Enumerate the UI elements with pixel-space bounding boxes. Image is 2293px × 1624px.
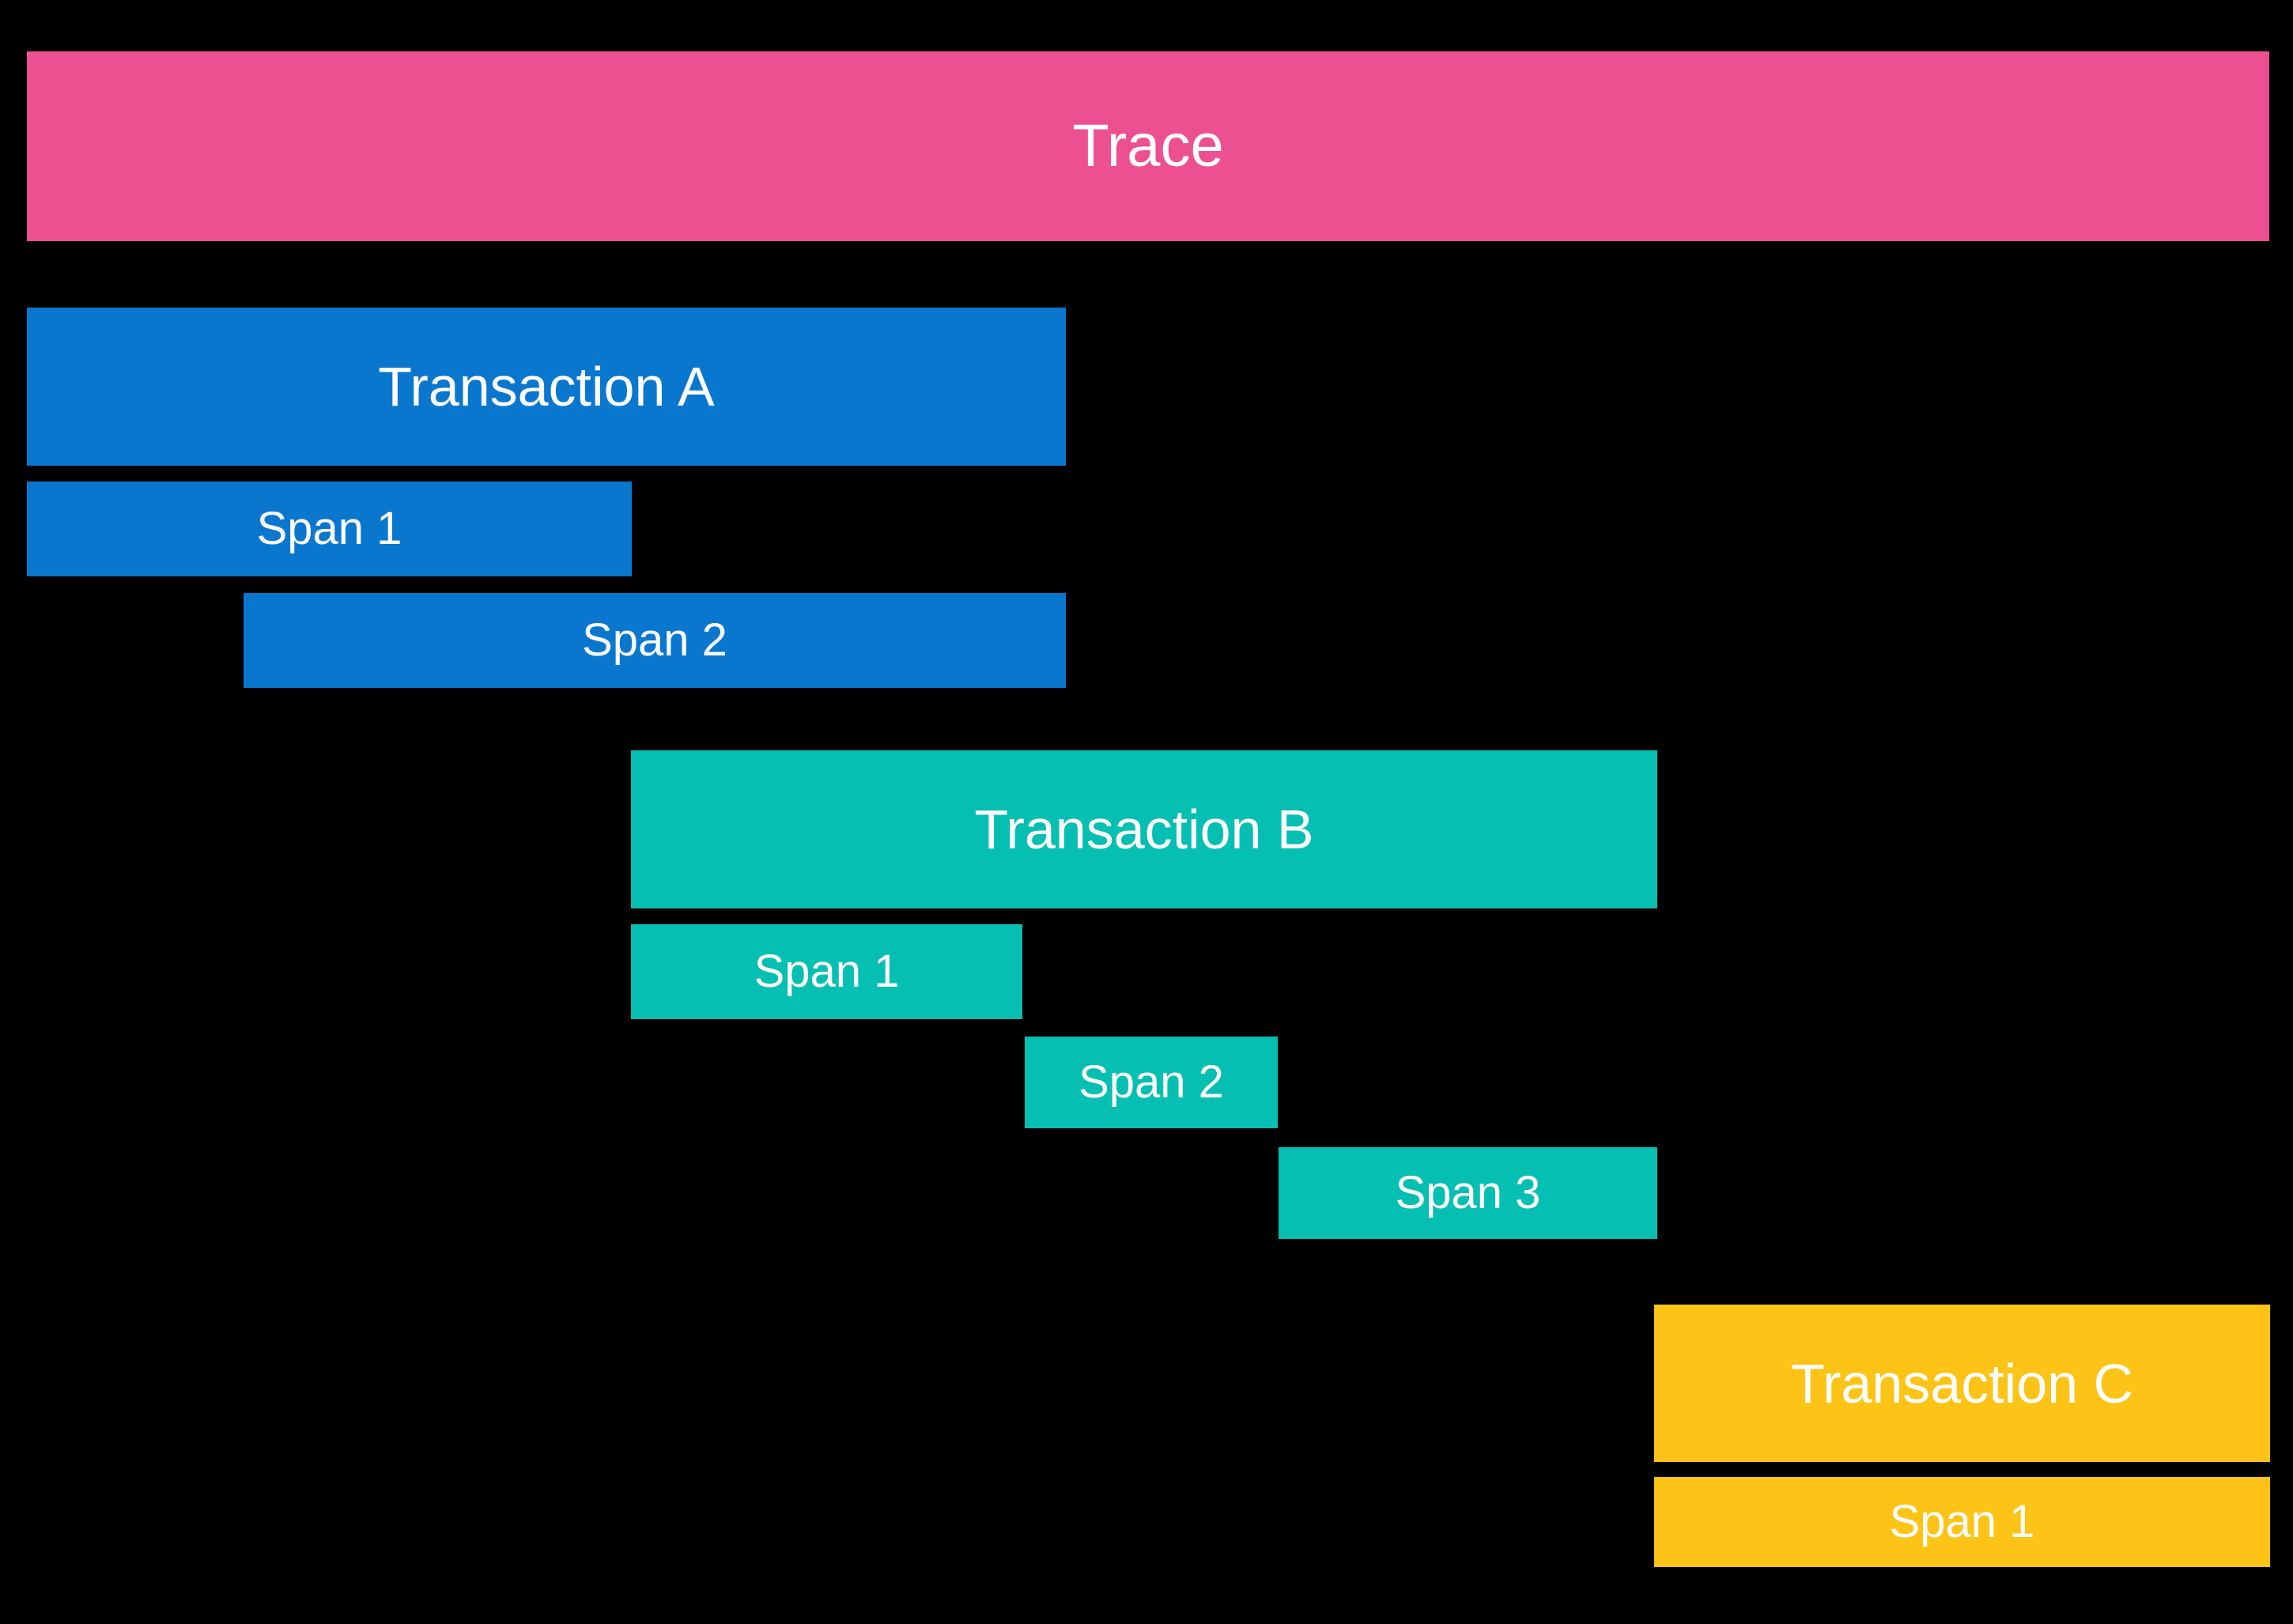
- transaction-c-span-1-label: Span 1: [1889, 1496, 2035, 1547]
- transaction-a-span-2-bar[interactable]: Span 2: [244, 593, 1066, 688]
- transaction-b-span-3-label: Span 3: [1395, 1167, 1541, 1218]
- transaction-a-bar[interactable]: Transaction A: [27, 308, 1066, 466]
- transaction-c-span-1-bar[interactable]: Span 1: [1654, 1477, 2270, 1567]
- transaction-b-span-2-label: Span 2: [1079, 1056, 1224, 1108]
- transaction-c-label: Transaction C: [1790, 1352, 2134, 1414]
- trace-bar-label: Trace: [1072, 112, 1224, 179]
- transaction-b-span-2-bar[interactable]: Span 2: [1025, 1037, 1278, 1128]
- trace-bar[interactable]: Trace: [27, 51, 2269, 241]
- transaction-b-span-1-bar[interactable]: Span 1: [631, 924, 1022, 1019]
- transaction-a-span-1-bar[interactable]: Span 1: [27, 482, 632, 576]
- transaction-c-bar[interactable]: Transaction C: [1654, 1305, 2270, 1462]
- transaction-b-label: Transaction B: [974, 799, 1314, 860]
- transaction-a-span-1-label: Span 1: [256, 503, 402, 554]
- transaction-a-label: Transaction A: [378, 356, 715, 417]
- transaction-b-bar[interactable]: Transaction B: [631, 750, 1657, 908]
- transaction-b-span-3-bar[interactable]: Span 3: [1279, 1147, 1657, 1239]
- transaction-a-span-2-label: Span 2: [582, 614, 727, 666]
- transaction-b-span-1-label: Span 1: [754, 946, 900, 997]
